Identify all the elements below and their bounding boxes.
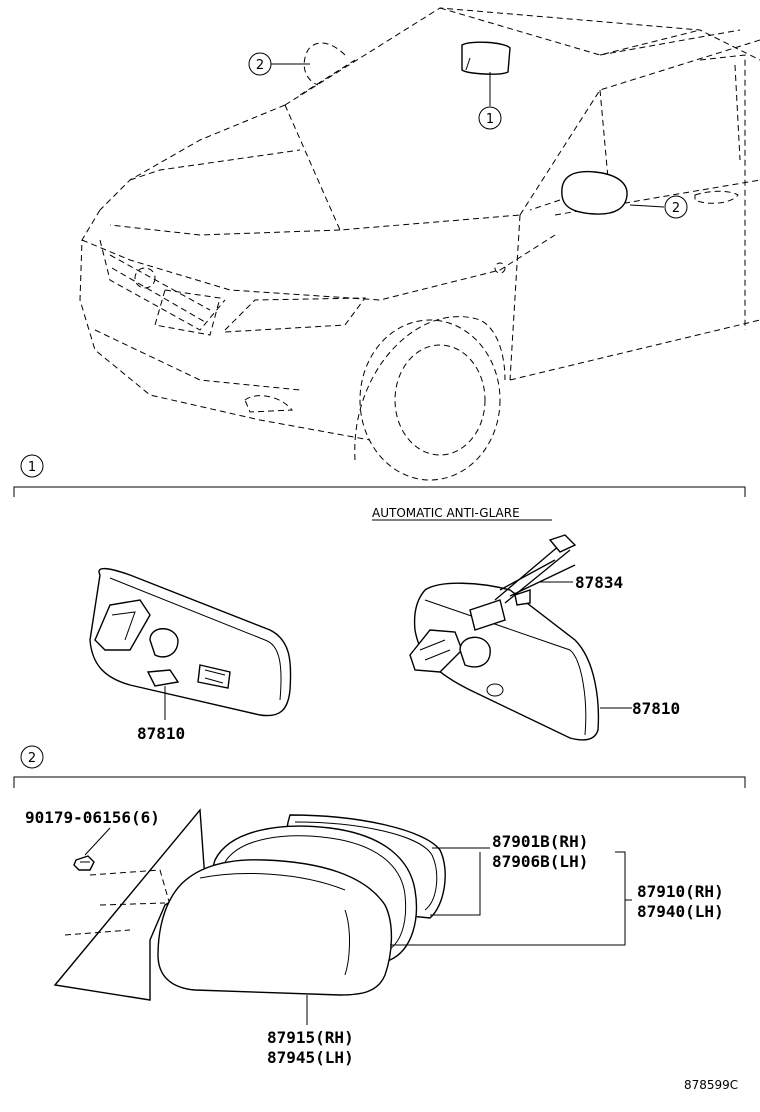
svg-text:2: 2 <box>28 751 36 766</box>
svg-text:2: 2 <box>672 201 680 216</box>
rear-view-mirror-anti-glare <box>409 534 600 741</box>
svg-text:AUTOMATIC ANTI-GLARE: AUTOMATIC ANTI-GLARE <box>372 506 520 520</box>
section-1-header: 1 <box>13 454 746 497</box>
callout-2-top-left: 2 <box>248 52 310 76</box>
svg-text:1: 1 <box>28 460 36 475</box>
svg-text:87915(RH): 87915(RH) <box>267 1028 354 1047</box>
svg-text:87910(RH): 87910(RH) <box>637 882 724 901</box>
part-label-87834: 87834 <box>540 573 623 592</box>
svg-text:87834: 87834 <box>575 573 623 592</box>
part-label-glass: 87915(RH) 87945(LH) <box>267 995 354 1067</box>
bolt-label: 90179-06156(6) <box>25 808 160 856</box>
svg-text:2: 2 <box>256 58 264 73</box>
svg-text:87810: 87810 <box>137 724 185 743</box>
callout-1-top: 1 <box>478 72 502 130</box>
part-label-87810-left: 87810 <box>137 686 185 743</box>
door-mirror-assembly <box>53 808 446 1001</box>
diagram-code: 878599C <box>684 1078 738 1092</box>
rear-view-mirror-standard <box>89 567 292 717</box>
anti-glare-caption: AUTOMATIC ANTI-GLARE <box>372 506 552 521</box>
svg-text:1: 1 <box>486 112 494 127</box>
section-2-header: 2 <box>13 745 746 788</box>
svg-text:87810: 87810 <box>632 699 680 718</box>
car-illustration <box>79 7 760 481</box>
callout-2-top-right: 2 <box>629 195 688 219</box>
svg-text:87945(LH): 87945(LH) <box>267 1048 354 1067</box>
svg-text:87906B(LH): 87906B(LH) <box>492 852 588 871</box>
part-label-87810-right: 87810 <box>600 699 680 718</box>
bolt-icon <box>73 855 95 871</box>
svg-text:90179-06156(6): 90179-06156(6) <box>25 808 160 827</box>
svg-text:87901B(RH): 87901B(RH) <box>492 832 588 851</box>
svg-text:87940(LH): 87940(LH) <box>637 902 724 921</box>
part-label-assembly: 87910(RH) 87940(LH) <box>390 851 724 946</box>
part-label-cover: 87901B(RH) 87906B(LH) <box>432 832 588 871</box>
